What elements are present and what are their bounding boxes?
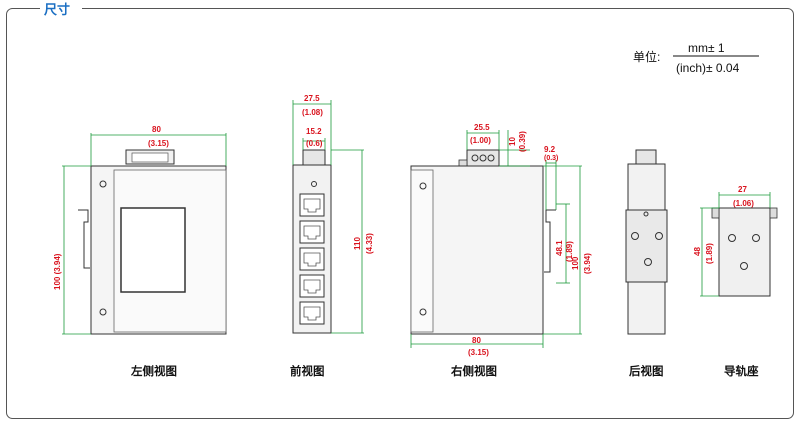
right-height-label: 100 [571, 256, 580, 270]
right-conn-height-inch-label: (0.39) [518, 131, 527, 152]
rj45-port-icon [299, 193, 325, 217]
front-view: 27.5 (1.08) 15.2 (0.6) 110 (4.33) 前视图 [290, 94, 374, 378]
caption-back-view: 后视图 [629, 364, 664, 378]
rail-mount-plate [718, 207, 771, 297]
right-conn-width-inch-label: (1.00) [470, 136, 491, 145]
front-connector [302, 149, 326, 166]
back-view: 后视图 [625, 149, 668, 378]
left-label-plate [120, 207, 186, 293]
right-conn-width-label: 25.5 [474, 123, 490, 132]
screw-icon [655, 232, 663, 240]
rj45-socket-icon [303, 252, 321, 267]
right-height-inch-label: (3.94) [583, 253, 592, 274]
front-conn-label: 15.2 [306, 127, 322, 136]
terminal-screw-icon [487, 154, 495, 162]
front-height-inch-label: (4.33) [365, 233, 374, 254]
screw-icon [419, 308, 427, 316]
terminal-screw-icon [471, 154, 479, 162]
front-depth-label: 27.5 [304, 94, 320, 103]
section-title: 尺寸 [44, 2, 70, 18]
caption-right-view: 右侧视图 [450, 364, 497, 378]
rj45-port-icon [299, 301, 325, 325]
left-height-label: 100 (3.94) [53, 253, 62, 290]
right-side-view: 25.5 (1.00) 10 (0.39) 9.2 (0.3) 48.1 (1.… [410, 123, 592, 378]
front-depth-inch-label: (1.08) [302, 108, 323, 117]
right-mount-inch-label: (1.89) [565, 241, 574, 262]
rail-height-label: 48 [693, 247, 702, 256]
caption-left-view: 左侧视图 [130, 364, 177, 378]
right-offset-label: 9.2 [544, 145, 556, 154]
frame-border [6, 8, 794, 419]
rail-mount-view: 27 (1.06) 48 (1.89) 导轨座 [693, 185, 778, 378]
unit-label: 单位: [633, 49, 660, 64]
rj45-socket-icon [303, 198, 321, 213]
rail-height-inch-label: (1.89) [705, 243, 714, 264]
screw-icon [99, 308, 107, 316]
rj45-port-icon [299, 220, 325, 244]
screw-icon [99, 180, 107, 188]
led-icon [311, 181, 317, 187]
front-conn-inch-label: (0.6) [306, 139, 323, 148]
rj45-port-icon [299, 274, 325, 298]
back-rail-mount [625, 209, 668, 283]
screw-icon [752, 234, 760, 242]
terminal-screw-icon [479, 154, 487, 162]
rj45-socket-icon [303, 225, 321, 240]
screw-icon [631, 232, 639, 240]
din-clip [78, 209, 90, 269]
back-connector [635, 149, 657, 165]
left-side-view: 80 (3.15) 100 (3.94) 左侧视图 [53, 125, 227, 378]
title-mask [40, 0, 82, 18]
screw-icon [419, 182, 427, 190]
screw-icon [728, 234, 736, 242]
right-width-label: 80 [472, 336, 481, 345]
caption-rail-mount: 导轨座 [724, 364, 759, 378]
right-offset-inch-label: (0.3) [544, 155, 558, 162]
rail-width-label: 27 [738, 185, 747, 194]
unit-numerator: mm± 1 [688, 41, 725, 55]
rj45-socket-icon [303, 279, 321, 294]
rj45-port-group [299, 193, 325, 325]
unit-denominator: (inch)± 0.04 [676, 61, 740, 75]
screw-icon [740, 262, 748, 270]
left-width-label: 80 [152, 125, 161, 134]
right-mount-label: 48.1 [555, 240, 564, 256]
left-width-inch-label: (3.15) [148, 139, 169, 148]
right-conn-height-label: 10 [508, 137, 517, 146]
din-clip [544, 209, 556, 273]
screw-icon [644, 258, 652, 266]
right-width-inch-label: (3.15) [468, 348, 489, 357]
front-height-label: 110 [353, 237, 362, 250]
rj45-port-icon [299, 247, 325, 271]
rail-width-inch-label: (1.06) [733, 199, 754, 208]
rj45-socket-icon [303, 306, 321, 321]
caption-front-view: 前视图 [290, 364, 325, 378]
